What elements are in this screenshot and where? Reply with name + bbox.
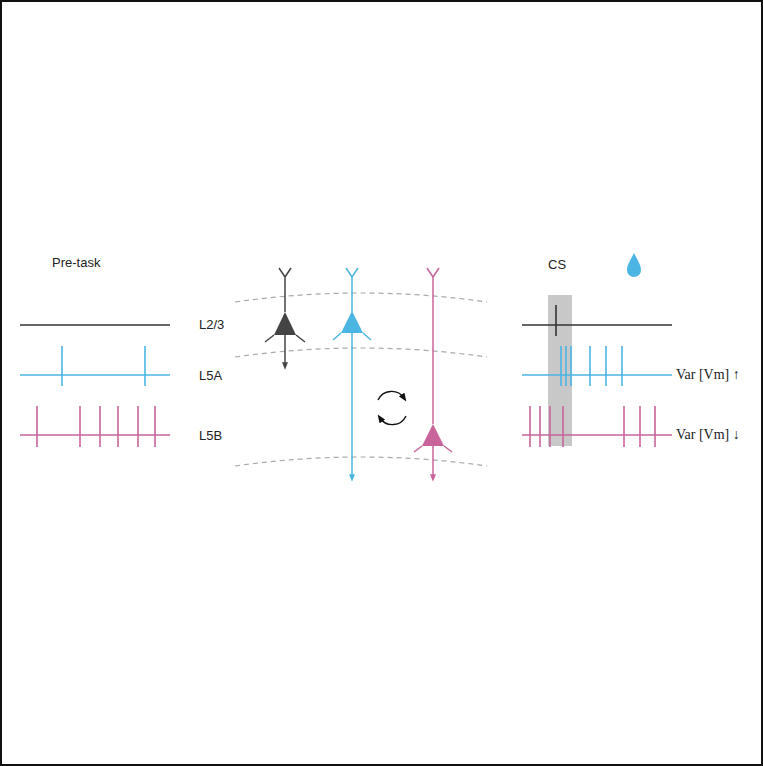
pre-task-traces	[20, 325, 170, 447]
variance-label: Var [Vm] ↑	[676, 367, 740, 384]
cs-window	[548, 295, 572, 446]
phase-label: CS	[548, 257, 566, 273]
variance-label: Var [Vm] ↓	[676, 427, 740, 444]
l5a-neuron	[333, 268, 371, 478]
water-drop	[627, 253, 641, 277]
layer-label: L5A	[199, 368, 222, 384]
loop-symbol	[378, 391, 406, 424]
layer-label: L2/3	[199, 317, 224, 333]
l23-neuron	[265, 268, 305, 366]
layer-boundaries	[235, 293, 487, 466]
task-traces	[522, 305, 672, 447]
layer-label: L5B	[199, 428, 222, 444]
phase-label: Pre-task	[52, 255, 100, 271]
l5b-neuron	[414, 268, 452, 478]
